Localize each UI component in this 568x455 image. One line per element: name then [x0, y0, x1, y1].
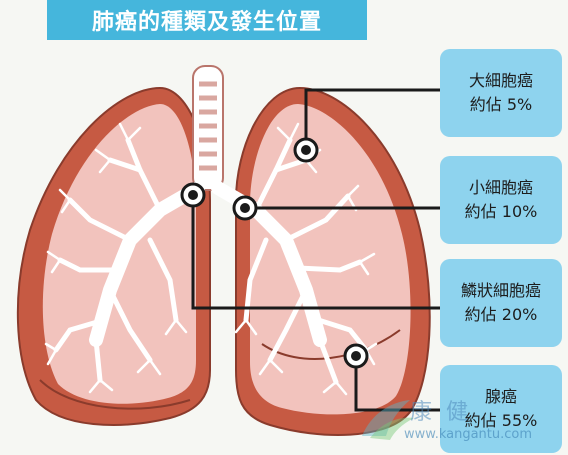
callout-name: 鱗狀細胞癌 [460, 281, 541, 300]
leader-line-large-cell [304, 88, 440, 150]
callout-name: 大細胞癌 [468, 71, 533, 90]
leader-line-squamous [191, 195, 440, 310]
watermark-logo-icon [362, 400, 414, 440]
marker-adeno [343, 343, 369, 369]
callout-adeno: 腺癌 約佔 55% [440, 365, 562, 453]
callout-share: 約佔 55% [464, 411, 538, 430]
trachea [192, 65, 224, 191]
leader-line-adeno [354, 356, 440, 412]
left-lung [16, 86, 211, 426]
marker-large-cell [293, 137, 319, 163]
callout-name: 小細胞癌 [468, 178, 533, 197]
watermark-brand: 康健 [410, 400, 483, 425]
watermark-url: www.kangantu.com [404, 427, 533, 442]
marker-squamous [180, 182, 206, 208]
callout-name: 腺癌 [484, 387, 517, 406]
callout-share: 約佔 20% [464, 305, 538, 324]
right-lung [235, 86, 431, 436]
title-banner: 肺癌的種類及發生位置 [47, 0, 367, 40]
callout-share: 約佔 10% [464, 202, 538, 221]
callout-squamous: 鱗狀細胞癌 約佔 20% [440, 259, 562, 347]
marker-small-cell [232, 195, 258, 221]
tumor-markers [180, 137, 369, 369]
callout-large-cell: 大細胞癌 約佔 5% [440, 49, 562, 137]
page-title: 肺癌的種類及發生位置 [91, 10, 322, 35]
callout-share: 約佔 5% [469, 95, 533, 114]
callout-small-cell: 小細胞癌 約佔 10% [440, 156, 562, 244]
leader-lines [191, 88, 440, 412]
